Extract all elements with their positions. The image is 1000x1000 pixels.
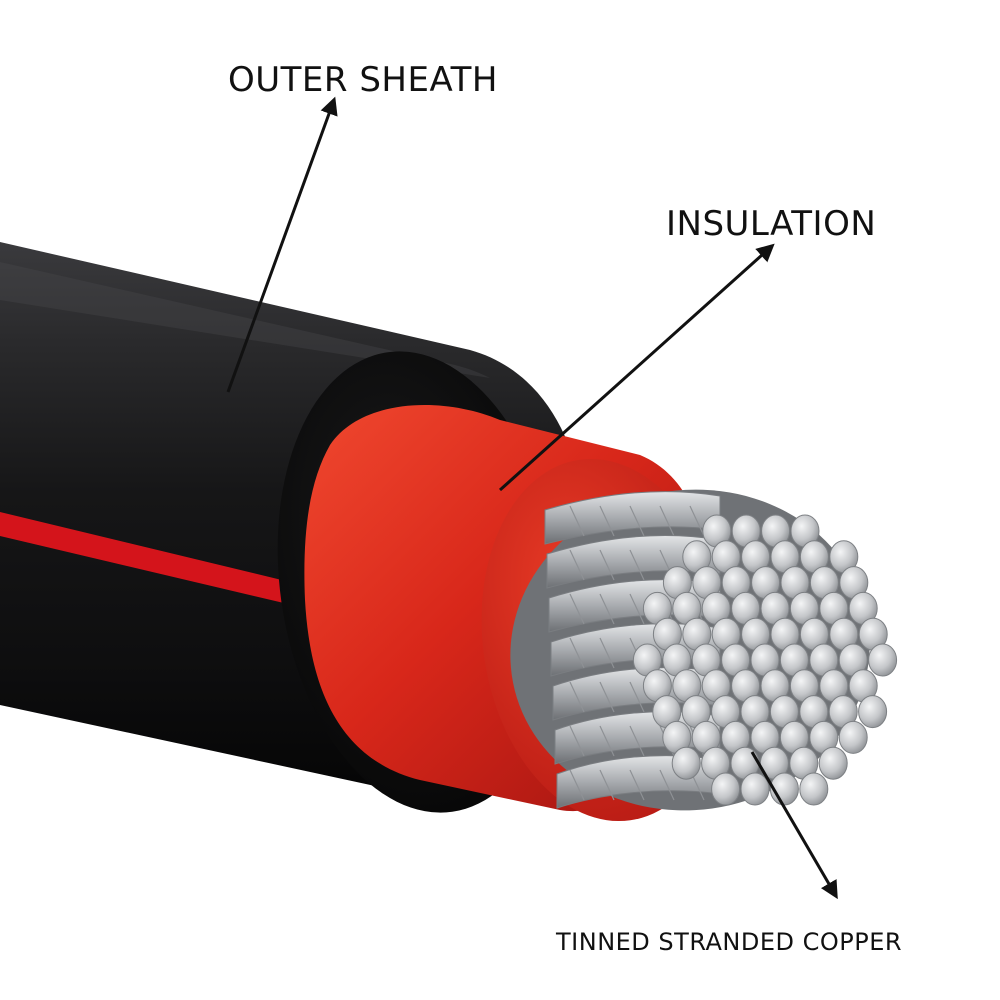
strand-twist-line (659, 769, 675, 801)
strand-twist-line (629, 549, 645, 581)
strand-twist-line (599, 681, 615, 713)
strand-twist-line (569, 549, 585, 581)
strand-end (740, 772, 770, 806)
strand-twist-line (629, 593, 645, 625)
strand-twist-line (569, 681, 585, 713)
strand-end (858, 695, 888, 729)
strand-end (868, 643, 898, 677)
strand-twist-line (569, 725, 585, 757)
strand-end (799, 772, 829, 806)
strand-twist-line (599, 725, 615, 757)
red-stripe (0, 512, 290, 604)
strand-twist-line (599, 769, 615, 801)
strand-twist-line (599, 593, 615, 625)
strand-end (671, 746, 701, 780)
strand-end (818, 746, 848, 780)
strand-twist-line (599, 505, 615, 537)
strand-side (546, 535, 721, 589)
arrow-icon-outer-sheath (226, 96, 338, 393)
strand-end (711, 772, 741, 806)
strand-twist-line (569, 505, 585, 537)
strand-twist-line (629, 681, 645, 713)
strand-end (838, 720, 868, 754)
strand-twist-line (599, 637, 615, 669)
strand-twist-line (629, 505, 645, 537)
strand-twist-line (599, 549, 615, 581)
label-tinned-stranded-copper: TINNED STRANDED COPPER (556, 928, 903, 956)
strand-twist-line (659, 505, 675, 537)
arrow-icon-insulation (498, 243, 775, 492)
label-insulation: INSULATION (666, 204, 877, 244)
strand-twist-line (569, 593, 585, 625)
strand-twist-line (689, 505, 705, 537)
arrow-icon-copper (750, 751, 838, 900)
strand-twist-line (629, 769, 645, 801)
strand-twist-line (569, 637, 585, 669)
strand-twist-line (569, 769, 585, 801)
strand-twist-line (629, 725, 645, 757)
tinned-stranded-copper (510, 489, 898, 811)
label-outer-sheath: OUTER SHEATH (228, 60, 498, 100)
